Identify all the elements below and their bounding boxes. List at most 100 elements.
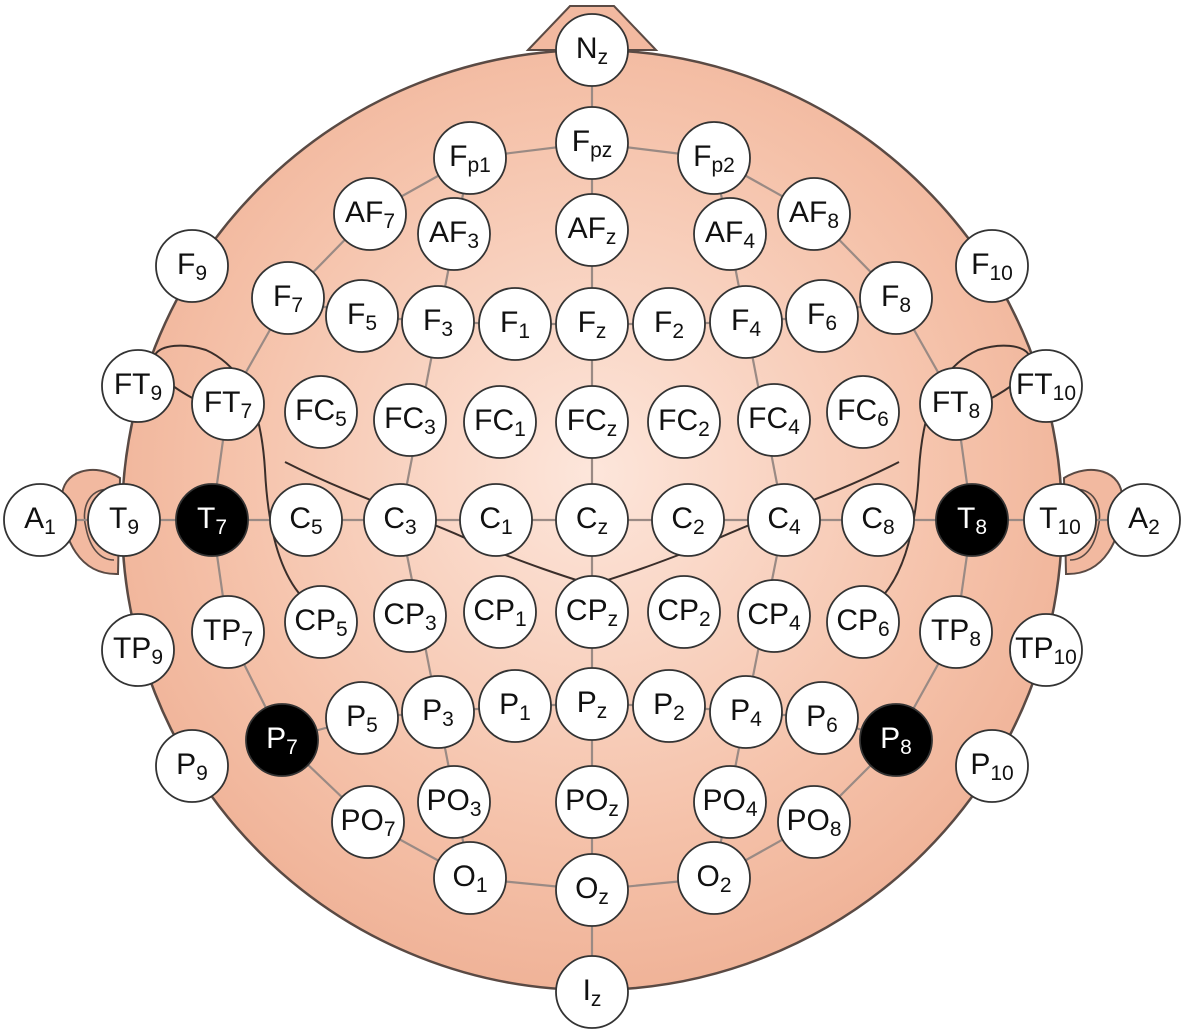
electrode-circle bbox=[373, 579, 447, 653]
electrode-label: T8 bbox=[957, 502, 987, 539]
electrode-label: CP2 bbox=[657, 594, 710, 631]
electrode-label: CP4 bbox=[747, 598, 801, 635]
electrode-label: F2 bbox=[654, 306, 684, 343]
electrode-circle bbox=[841, 483, 915, 557]
electrode-label-subscript: 7 bbox=[383, 210, 395, 233]
electrode-circle bbox=[709, 285, 783, 359]
electrode-label-subscript: 5 bbox=[365, 312, 377, 335]
electrode-po4: PO4 bbox=[693, 765, 767, 839]
electrode-label: FC1 bbox=[474, 404, 526, 441]
electrode-label-subscript: 6 bbox=[825, 312, 837, 335]
electrode-label-main: F bbox=[273, 280, 291, 313]
electrode-fc1: FC1 bbox=[463, 385, 537, 459]
electrode-poz: POz bbox=[555, 765, 629, 839]
electrode-label: F4 bbox=[731, 304, 761, 341]
electrode-label: C2 bbox=[671, 502, 704, 539]
electrode-label-main: PO bbox=[565, 784, 608, 817]
electrode-label-subscript: 4 bbox=[789, 612, 801, 635]
electrode-label-subscript: 9 bbox=[196, 762, 208, 785]
electrode-label: FT7 bbox=[204, 386, 252, 423]
electrode-fc6: FC6 bbox=[826, 375, 900, 449]
electrode-label-subscript: 3 bbox=[405, 516, 417, 539]
electrode-cp4: CP4 bbox=[737, 579, 811, 653]
electrode-circle bbox=[555, 193, 629, 267]
electrode-circle bbox=[651, 483, 725, 557]
electrode-af3: AF3 bbox=[417, 197, 491, 271]
electrode-f8: F8 bbox=[859, 261, 933, 335]
electrode-label-main: TP bbox=[1015, 632, 1053, 665]
electrode-circle bbox=[555, 853, 629, 927]
electrode-label-subscript: z bbox=[598, 46, 609, 69]
electrode-label-main: F bbox=[881, 280, 899, 313]
electrode-label-subscript: 9 bbox=[127, 516, 139, 539]
electrode-circle bbox=[401, 285, 475, 359]
electrode-label: PO3 bbox=[426, 784, 481, 821]
electrode-circle bbox=[417, 197, 491, 271]
electrode-f10: F10 bbox=[955, 229, 1029, 303]
electrode-circle bbox=[555, 385, 629, 459]
electrode-label-subscript: 10 bbox=[1057, 516, 1080, 539]
electrode-label-main: FC bbox=[567, 404, 607, 437]
electrode-fz: Fz bbox=[555, 287, 629, 361]
electrode-ft10: FT10 bbox=[1009, 349, 1083, 423]
electrode-label-main: F bbox=[347, 298, 365, 331]
electrode-o2: O2 bbox=[677, 841, 751, 915]
electrode-label-subscript: z bbox=[597, 700, 608, 723]
electrode-label-subscript: 3 bbox=[425, 612, 437, 635]
electrode-f9: F9 bbox=[155, 229, 229, 303]
electrode-af4: AF4 bbox=[693, 197, 767, 271]
electrode-a2: A2 bbox=[1107, 483, 1181, 557]
electrode-cp1: CP1 bbox=[463, 575, 537, 649]
electrode-label: T9 bbox=[109, 502, 139, 539]
electrode-label-subscript: 3 bbox=[470, 798, 482, 821]
electrode-circle bbox=[677, 841, 751, 915]
electrode-fpz: Fpz bbox=[555, 106, 629, 180]
electrode-circle bbox=[478, 669, 552, 743]
electrode-label: F3 bbox=[423, 304, 453, 341]
electrode-circle bbox=[269, 483, 343, 557]
electrode-label-main: C bbox=[479, 502, 501, 535]
electrode-label-main: P bbox=[422, 694, 442, 727]
electrode-af7: AF7 bbox=[333, 177, 407, 251]
electrode-p6: P6 bbox=[785, 681, 859, 755]
electrode-label-subscript: z bbox=[606, 226, 617, 249]
electrode-circle bbox=[284, 585, 358, 659]
electrode-label: F5 bbox=[347, 298, 377, 335]
electrode-f4: F4 bbox=[709, 285, 783, 359]
electrode-label-subscript: 10 bbox=[990, 762, 1013, 785]
electrode-label: AFz bbox=[568, 212, 617, 249]
electrode-label: FC3 bbox=[384, 402, 436, 439]
electrode-circle bbox=[737, 383, 811, 457]
electrode-label-main: FT bbox=[204, 386, 241, 419]
electrode-label-main: FC bbox=[384, 402, 424, 435]
electrode-label-subscript: z bbox=[607, 418, 618, 441]
electrode-label: TP10 bbox=[1015, 632, 1077, 669]
electrode-circle bbox=[737, 579, 811, 653]
electrode-label-subscript: 1 bbox=[519, 702, 531, 725]
electrode-label-main: AF bbox=[789, 196, 827, 229]
electrode-label-main: PO bbox=[426, 784, 469, 817]
electrode-label-subscript: 4 bbox=[743, 230, 755, 253]
electrode-circle bbox=[693, 765, 767, 839]
electrode-label: P10 bbox=[970, 748, 1013, 785]
electrode-t10: T10 bbox=[1023, 483, 1097, 557]
electrode-label-main: F bbox=[971, 248, 989, 281]
electrode-label: C8 bbox=[861, 502, 894, 539]
electrode-label-subscript: 3 bbox=[442, 708, 454, 731]
electrode-label-main: F bbox=[500, 306, 518, 339]
electrode-label-subscript: 4 bbox=[789, 516, 801, 539]
electrode-label: Nz bbox=[576, 32, 608, 69]
electrode-label: Fp2 bbox=[693, 140, 735, 177]
electrode-label-subscript: 10 bbox=[989, 262, 1012, 285]
electrode-circle bbox=[777, 177, 851, 251]
electrode-label-subscript: 5 bbox=[366, 714, 378, 737]
electrode-nz: Nz bbox=[555, 13, 629, 87]
electrode-label: Fp1 bbox=[449, 140, 491, 177]
electrode-p10: P10 bbox=[955, 729, 1029, 803]
electrode-p2: P2 bbox=[632, 669, 706, 743]
electrode-label-main: CP bbox=[747, 598, 789, 631]
electrode-fcz: FCz bbox=[555, 385, 629, 459]
electrode-label: FC4 bbox=[748, 402, 800, 439]
electrode-label-main: FT bbox=[114, 368, 151, 401]
electrode-label-subscript: p1 bbox=[467, 154, 490, 177]
